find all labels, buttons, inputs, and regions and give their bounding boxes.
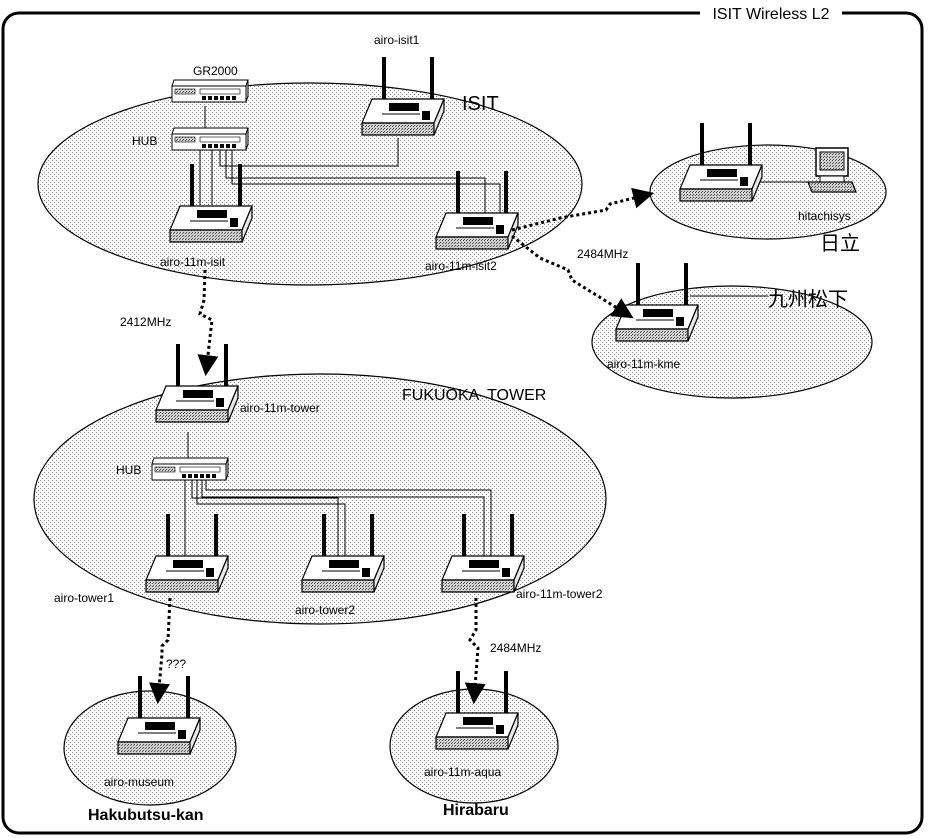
kyushu-matsushita-area-label: 九州松下	[768, 288, 848, 311]
airo-isit1-label: airo-isit1	[374, 33, 420, 47]
link-isit2-hitachi	[511, 187, 655, 232]
isit-area-label: ISIT	[462, 93, 499, 115]
link-tower2-aqua	[464, 598, 486, 705]
link-isit2-kme-label: 2484MHz	[577, 247, 628, 261]
hirabaru-area-label: Hirabaru	[443, 802, 509, 819]
airo-11m-isit2-label: airo-11m-isit2	[425, 259, 497, 273]
airo-11m-tower2-label: airo-11m-tower2	[516, 587, 603, 601]
hakubutsu-kan-area-label: Hakubutsu-kan	[88, 807, 204, 824]
isit-hub-icon	[171, 127, 249, 151]
link-isit-tower-label: 2412MHz	[120, 315, 171, 329]
airo-tower2-label: airo-tower2	[295, 603, 355, 617]
link-isit2-kme	[511, 234, 634, 319]
computer-icon	[807, 147, 857, 193]
airo-11m-tower-label: airo-11m-tower	[240, 401, 320, 415]
link-tower1-museum	[148, 597, 172, 705]
tower-hub-label: HUB	[116, 463, 141, 477]
airo-11m-aqua-label: airo-11m-aqua	[424, 765, 501, 779]
gr2000-router-icon	[171, 79, 249, 103]
hitachi-area-label: 日立	[820, 232, 860, 255]
airo-11m-kme-label: airo-11m-kme	[607, 357, 680, 371]
link-tower1-museum-label: ???	[166, 657, 186, 671]
diagram-title: ISIT Wireless L2	[712, 6, 829, 23]
isit-hub-label: HUB	[132, 134, 157, 148]
fukuoka-tower-area-label: FUKUOKA TOWER	[402, 387, 546, 404]
isit-wiring	[199, 106, 501, 218]
outer-frame	[1, 11, 924, 835]
wireless-links	[148, 187, 655, 705]
hitachisys-label: hitachisys	[798, 209, 851, 223]
airo-11m-isit-label: airo-11m-isit	[160, 255, 226, 269]
airo-11m-tower-icon	[154, 342, 240, 424]
link-tower2-aqua-label: 2484MHz	[490, 641, 541, 655]
airo-museum-label: airo-museum	[104, 775, 174, 789]
airo-tower1-label: airo-tower1	[54, 591, 114, 605]
tower-hub-icon	[151, 457, 229, 481]
link-isit-tower	[197, 269, 219, 377]
tower-wiring	[184, 181, 826, 556]
gr2000-label: GR2000	[193, 64, 238, 78]
